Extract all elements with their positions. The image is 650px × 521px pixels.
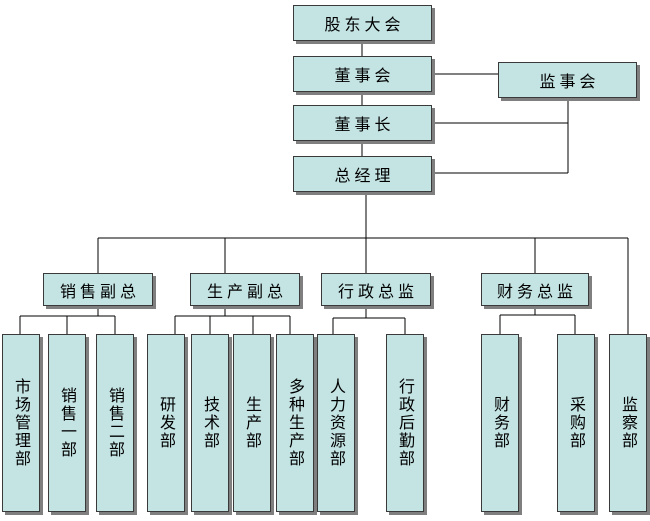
box-board: 董事会 — [293, 56, 432, 92]
box-chairman: 董事长 — [293, 105, 432, 141]
box-dept-tech: 技术部 — [191, 334, 229, 512]
box-dept-audit: 监察部 — [609, 334, 647, 512]
box-vp-production: 生产副总 — [190, 273, 300, 306]
box-dept-sales2: 销售二部 — [96, 334, 134, 512]
box-dept-rnd: 研发部 — [147, 334, 185, 512]
box-dept-market: 市场管理部 — [2, 334, 40, 512]
box-dept-logistics: 行政后勤部 — [386, 334, 424, 512]
box-vp-sales: 销售副总 — [43, 273, 153, 306]
box-dept-finance: 财务部 — [481, 334, 519, 512]
box-dept-purchase: 采购部 — [557, 334, 595, 512]
box-admin-director: 行政总监 — [321, 273, 431, 306]
box-dept-prod: 生产部 — [233, 334, 271, 512]
box-supervisory-board: 监事会 — [498, 62, 637, 98]
box-general-manager: 总经理 — [293, 156, 432, 192]
box-finance-director: 财务总监 — [481, 273, 589, 306]
box-dept-hr: 人力资源部 — [317, 334, 355, 512]
box-dept-sales1: 销售一部 — [48, 334, 86, 512]
box-dept-multi: 多种生产部 — [276, 334, 314, 512]
box-shareholders: 股东大会 — [293, 5, 432, 41]
